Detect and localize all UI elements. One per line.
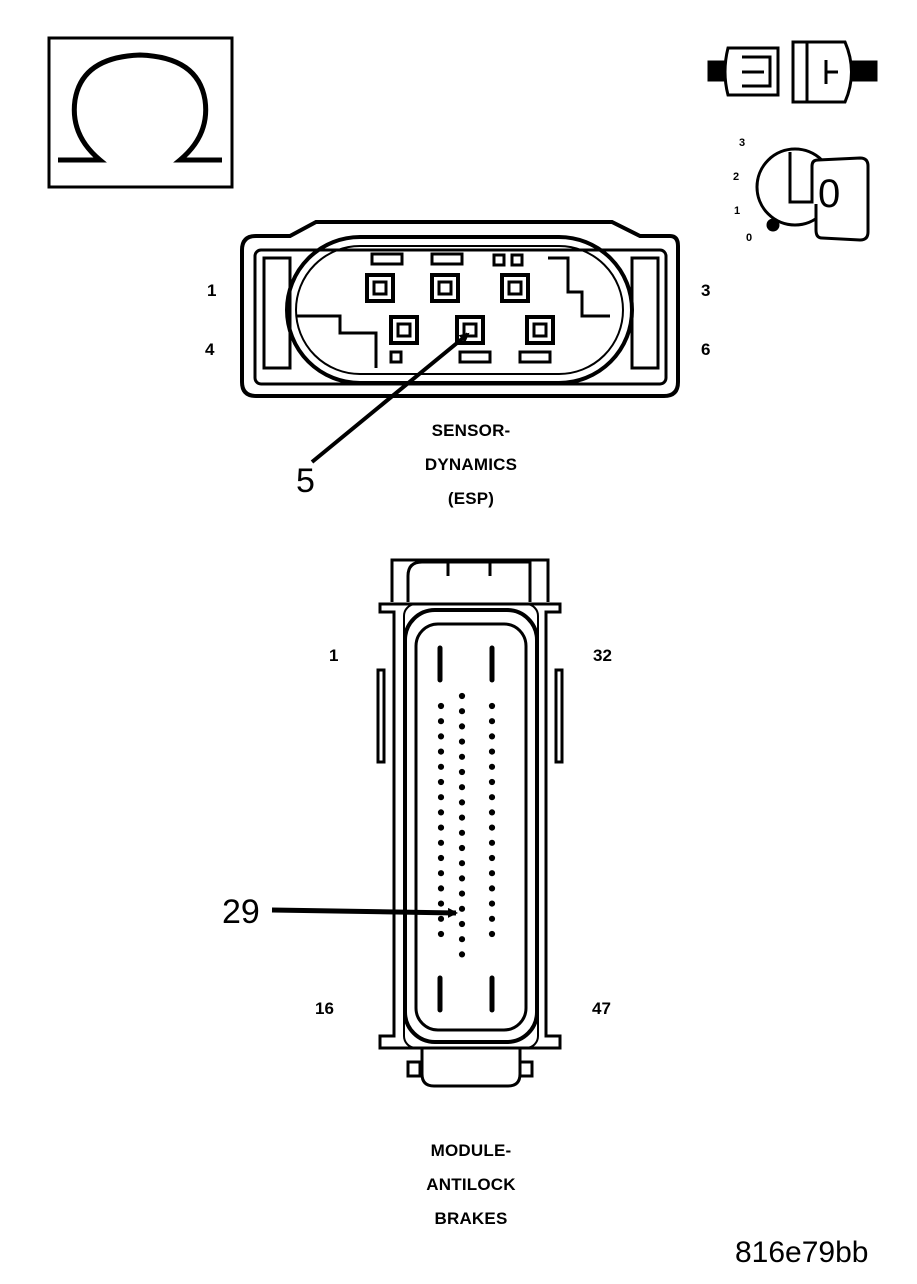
abs-pin-dot <box>458 951 466 958</box>
ignition-position-1: 1 <box>734 205 741 217</box>
abs-pin-dot <box>458 692 466 700</box>
abs-pin-dot <box>458 723 466 730</box>
ignition-key-label: 0 <box>818 172 841 216</box>
abs-pin-dot <box>458 738 466 745</box>
abs-pin-dot <box>488 809 496 816</box>
abs-pin-dot <box>458 920 466 928</box>
ignition-position-3: 3 <box>739 137 746 149</box>
esp-pin-label-1: 1 <box>207 281 217 300</box>
esp-pin-1 <box>365 273 395 303</box>
esp-pin-4 <box>389 315 419 345</box>
ignition-position-0: 0 <box>746 232 753 244</box>
abs-pin-dot <box>437 839 445 846</box>
esp-connector <box>240 220 680 398</box>
esp-caption-line-3: (ESP) <box>447 489 495 508</box>
abs-pin-dot <box>437 900 445 907</box>
esp-pin-2 <box>430 273 460 303</box>
ignition-position-2: 2 <box>733 171 740 183</box>
abs-pin-dot <box>458 829 466 836</box>
abs-pin-dot <box>488 824 496 831</box>
abs-pin-dot <box>458 799 466 806</box>
abs-pin-dot <box>437 809 445 816</box>
abs-pin-dot <box>437 733 445 740</box>
abs-pin-dot <box>488 900 496 907</box>
abs-pin-dot <box>437 854 445 862</box>
abs-pin-dot <box>488 915 496 922</box>
esp-pin-label-4: 4 <box>205 340 215 359</box>
esp-pin-label-6: 6 <box>701 340 711 359</box>
esp-callout-arrow <box>310 332 470 464</box>
abs-pin-dot <box>488 794 496 801</box>
abs-pin-dot <box>458 784 466 791</box>
abs-pin-dot <box>458 890 466 897</box>
abs-pin-dot <box>437 930 445 938</box>
abs-pin-dot <box>488 854 496 862</box>
disconnected-connector-icon <box>707 40 878 104</box>
abs-pin-dot <box>458 753 466 760</box>
abs-pin-dot <box>488 930 496 938</box>
abs-pin-dot <box>488 718 496 725</box>
abs-pin-dot <box>488 870 496 877</box>
abs-pin-dot <box>458 860 466 867</box>
esp-caption-line-2: DYNAMICS <box>424 455 518 474</box>
abs-callout-arrow <box>271 907 458 918</box>
esp-pin-label-3: 3 <box>701 281 711 300</box>
abs-connector <box>376 558 564 1088</box>
abs-pin-dot <box>458 936 466 943</box>
abs-callout-label: 29 <box>222 893 260 931</box>
abs-pin-dot <box>437 778 445 786</box>
abs-pin-dot <box>437 794 445 801</box>
abs-pin-dot <box>437 885 445 892</box>
abs-pin-dot <box>437 824 445 831</box>
esp-caption-line-1: SENSOR- <box>431 421 511 440</box>
abs-caption-line-3: BRAKES <box>434 1209 508 1228</box>
abs-pin-dot <box>488 839 496 846</box>
abs-pin-dot <box>437 915 445 922</box>
abs-pin-dot <box>488 778 496 786</box>
abs-pin-dot <box>458 905 466 912</box>
figure-reference-id: 816e79bb <box>735 1236 869 1269</box>
esp-caption: SENSOR- DYNAMICS (ESP) <box>396 414 546 516</box>
abs-pin-label-1: 1 <box>329 646 339 665</box>
ignition-switch-off-icon <box>755 147 870 242</box>
abs-caption-line-1: MODULE- <box>430 1141 512 1160</box>
abs-pin-dot <box>458 708 466 715</box>
esp-callout-label: 5 <box>296 462 315 500</box>
abs-pin-dot <box>458 814 466 821</box>
abs-pin-dot <box>458 768 466 776</box>
esp-pin-5 <box>455 315 485 345</box>
abs-pin-dot <box>458 875 466 882</box>
abs-pin-dot <box>488 733 496 740</box>
abs-pin-dot <box>437 763 445 770</box>
abs-pin-label-16: 16 <box>315 999 334 1018</box>
esp-pin-3 <box>500 273 530 303</box>
abs-pin-label-32: 32 <box>593 646 612 665</box>
abs-caption: MODULE- ANTILOCK BRAKES <box>391 1134 551 1236</box>
ohmmeter-symbol-icon <box>47 36 234 189</box>
abs-pin-dot <box>488 885 496 892</box>
abs-pin-dot <box>437 718 445 725</box>
esp-pin-6 <box>525 315 555 345</box>
abs-pin-label-47: 47 <box>592 999 611 1018</box>
abs-pin-dot <box>488 702 496 710</box>
abs-pin-dot <box>488 763 496 770</box>
abs-pin-dot <box>437 748 445 755</box>
abs-pin-dot <box>437 870 445 877</box>
abs-caption-line-2: ANTILOCK <box>426 1175 516 1194</box>
abs-pin-dot <box>488 748 496 755</box>
abs-pin-grid <box>437 692 496 958</box>
abs-pin-dot <box>458 844 466 852</box>
abs-pin-dot <box>437 702 445 710</box>
